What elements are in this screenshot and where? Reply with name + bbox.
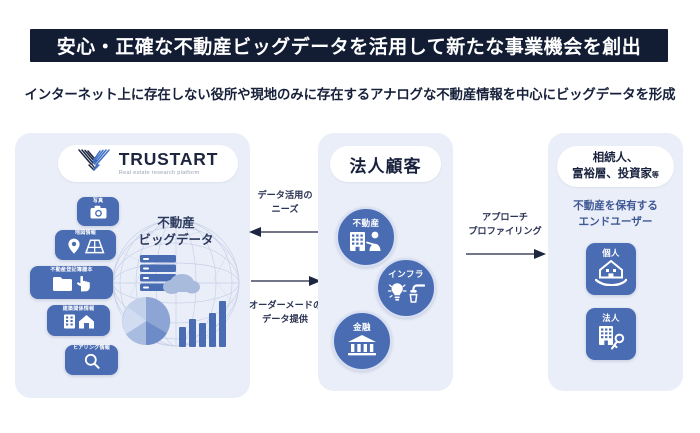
wing-chevron-logo-icon [78, 148, 112, 179]
end-user-badge-corporation[interactable]: 法人 [586, 308, 636, 360]
camera-icon [90, 205, 107, 224]
subheadline-text: インターネット上に存在しない役所や現地のみに存在するアナログな不動産情報を中心に… [24, 87, 676, 102]
end-user-badge-individual[interactable]: 個人 [586, 243, 636, 295]
building-and-key-icon [595, 325, 627, 356]
data-badge-map-info[interactable]: 地図情報 [55, 230, 116, 260]
center-panel-title: 法人顧客 [349, 156, 422, 176]
wireframe-globe-icon: 不動産 ビッグデータ [110, 201, 242, 361]
data-badge-photo-label: 写真 [92, 197, 104, 204]
data-badge-photo[interactable]: 写真 [77, 197, 119, 226]
globe-label: 不動産 ビッグデータ [110, 215, 242, 249]
lightbulb-and-faucet-icon [387, 281, 426, 308]
building-and-agent-icon [349, 230, 383, 257]
cloud-icon [163, 274, 200, 294]
connector-left-bottom-caption-line2: データ提供 [262, 314, 308, 325]
magnifier-icon [84, 353, 100, 374]
right-panel-subtitle-line1: 不動産を保有する [573, 200, 658, 212]
category-circle-real-estate-label: 不動産 [352, 218, 380, 228]
headline-text: 安心・正確な不動産ビッグデータを活用して新たな事業機会を創出 [56, 37, 642, 58]
connector-right-caption-line2: プロファイリング [468, 226, 542, 237]
logo-wordmark: TRUSTART [118, 148, 219, 169]
category-circle-finance-label: 金融 [353, 322, 371, 332]
right-panel-end-users: 相続人、 富裕層、投資家等 不動産を保有する エンドユーザー 個人 [548, 133, 683, 391]
category-circle-real-estate[interactable]: 不動産 [336, 207, 396, 267]
trustart-logo-pill: TRUSTART Real estate research platform [58, 145, 238, 182]
bar-chart-icon [179, 301, 226, 347]
data-badge-architecture-info[interactable]: 建築関係情報 [47, 305, 110, 336]
end-user-badge-corporation-label: 法人 [602, 313, 620, 323]
connector-center-right: アプローチ プロファイリング [462, 210, 548, 280]
connector-right-caption-line1: アプローチ [482, 212, 528, 222]
globe-label-line2: ビッグデータ [138, 232, 214, 247]
connector-left-top-caption: データ活用の ニーズ [249, 188, 321, 217]
center-panel-corporate-customers: 法人顧客 不動産 インフラ [318, 133, 453, 391]
left-panel-trustart: TRUSTART Real estate research platform [15, 133, 250, 398]
right-panel-title-line1: 相続人、 [592, 152, 639, 165]
data-badge-hearing-info-label: ヒアリング情報 [72, 345, 111, 352]
connector-left-center: データ活用の ニーズ オーダーメードの データ提供 [249, 188, 323, 328]
headline-bar: 安心・正確な不動産ビッグデータを活用して新たな事業機会を創出 [30, 29, 668, 62]
data-badge-registry-certificate-label: 不動産登記簿謄本 [50, 267, 93, 274]
pie-chart-icon [122, 296, 171, 346]
center-panel-title-pill: 法人顧客 [330, 146, 441, 182]
right-panel-subtitle-line2: エンドユーザー [578, 215, 653, 228]
right-panel-title-pill: 相続人、 富裕層、投資家等 [557, 146, 674, 187]
category-circle-infrastructure[interactable]: インフラ [376, 258, 436, 318]
right-panel-subtitle: 不動産を保有する エンドユーザー [548, 199, 683, 231]
connector-left-top-caption-line2: ニーズ [271, 204, 299, 215]
arrow-right-icon [466, 249, 546, 259]
data-badge-hearing-info[interactable]: ヒアリング情報 [65, 345, 118, 375]
map-pin-and-map-icon [66, 238, 105, 259]
end-user-badge-individual-label: 個人 [602, 248, 620, 258]
server-stack-icon [140, 255, 176, 291]
data-badge-map-info-label: 地図情報 [74, 230, 97, 237]
category-circle-infrastructure-label: インフラ [388, 269, 424, 279]
data-badge-architecture-info-label: 建築関係情報 [62, 305, 95, 312]
globe-label-line1: 不動産 [157, 216, 195, 230]
arrow-right-icon [251, 276, 321, 286]
building-and-house-icon [63, 313, 95, 334]
connector-left-top-caption-line1: データ活用の [257, 190, 313, 200]
connector-right-caption: アプローチ プロファイリング [462, 210, 548, 239]
house-on-hand-icon [594, 259, 628, 291]
bank-icon [347, 334, 377, 361]
connector-left-bottom-caption-line1: オーダーメードの [249, 300, 323, 310]
right-panel-title-suffix: 等 [651, 171, 659, 179]
data-badge-registry-certificate[interactable]: 不動産登記簿謄本 [30, 266, 113, 299]
arrow-left-icon [249, 227, 319, 237]
right-panel-title-line2: 富裕層、投資家 [572, 167, 652, 180]
connector-left-bottom-caption: オーダーメードの データ提供 [249, 298, 323, 327]
logo-tagline: Real estate research platform [118, 169, 200, 176]
folder-and-pointing-hand-icon [52, 275, 92, 297]
category-circle-finance[interactable]: 金融 [332, 311, 392, 371]
